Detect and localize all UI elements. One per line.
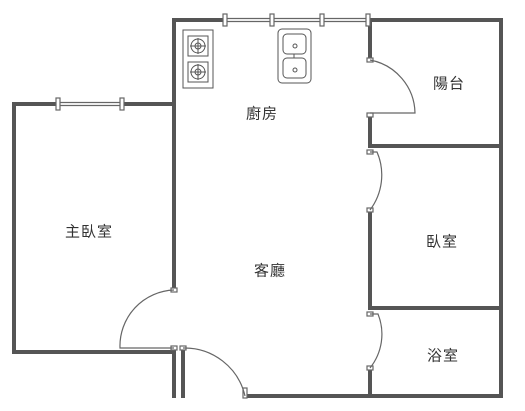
window-post (55, 97, 61, 111)
sink-icon (277, 28, 312, 84)
door-swing (369, 151, 383, 211)
doors (119, 57, 416, 399)
window-post (365, 13, 371, 27)
room-label-balcony: 陽台 (432, 74, 466, 93)
door-swing (119, 289, 175, 349)
window-post (269, 13, 275, 27)
window-post (319, 13, 325, 27)
door-jamb (242, 387, 248, 399)
window-post (222, 13, 228, 27)
windows (55, 13, 371, 111)
room-label-kitchen: 廚房 (245, 104, 279, 123)
room-label-master-bedroom: 主臥室 (64, 222, 114, 241)
room-label-bedroom: 臥室 (425, 232, 459, 251)
door-swing (369, 313, 383, 369)
room-label-bathroom: 浴室 (426, 346, 460, 365)
walls (12, 18, 503, 398)
stove-icon (182, 29, 214, 89)
room-label-living-room: 客廳 (253, 261, 287, 280)
window-post (119, 97, 125, 111)
door-swing (182, 347, 246, 397)
door-swing (369, 59, 416, 114)
